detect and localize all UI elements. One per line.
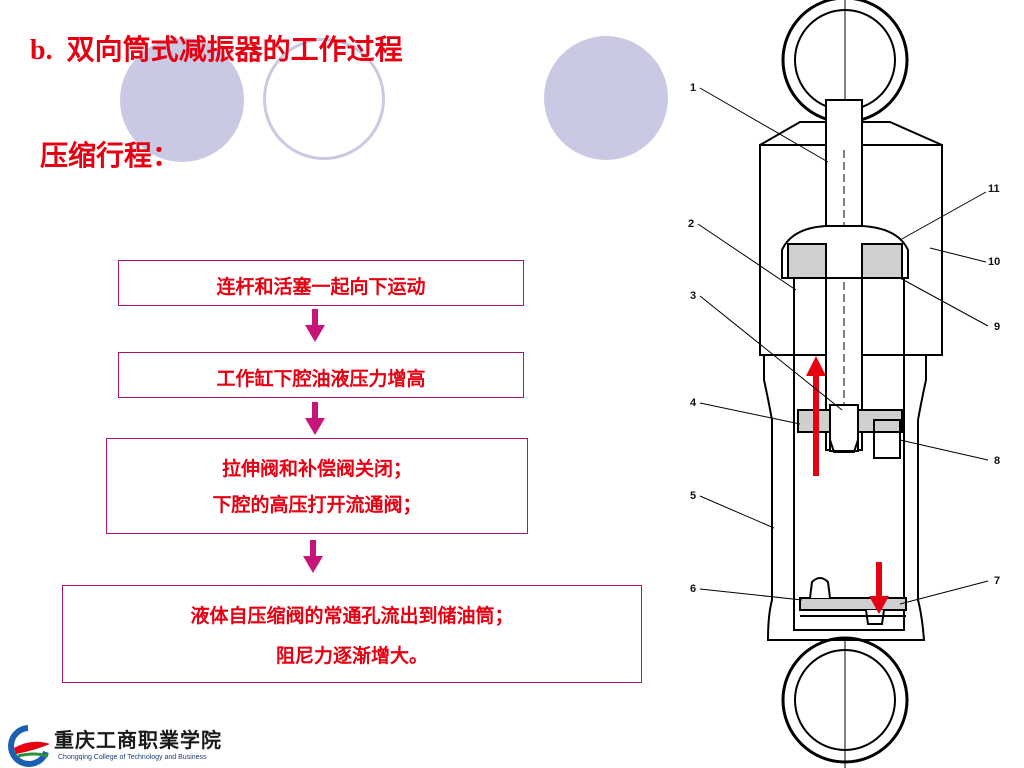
callout-8: 8: [994, 455, 1000, 467]
decor-circle-right: [544, 36, 668, 160]
flow-arrow-1: [305, 309, 325, 342]
flow-step-4: 液体自压缩阀的常通孔流出到储油筒； 阻尼力逐渐增大。: [62, 585, 642, 683]
flow-step-1-text: 连杆和活塞一起向下运动: [216, 276, 426, 298]
callout-1: 1: [690, 82, 696, 94]
callout-6: 6: [690, 583, 696, 595]
shock-absorber-diagram: 1 2 3 4 5 6 7 8 9 10 11: [688, 0, 1000, 768]
callout-10: 10: [988, 256, 1000, 268]
college-emblem-icon: [8, 725, 50, 767]
flow-step-4-line-2: 阻尼力逐渐增大。: [275, 645, 428, 667]
title-section-label: b.: [30, 35, 53, 66]
college-name-cn: 重庆工商职業学院: [54, 728, 222, 752]
flow-step-2: 工作缸下腔油液压力增高: [118, 352, 524, 398]
slide-title: b. 双向筒式减振器的工作过程: [30, 28, 403, 68]
decor-circle-left: [120, 38, 244, 162]
callout-2: 2: [688, 218, 694, 230]
callout-4: 4: [690, 397, 697, 409]
flow-step-3: 拉伸阀和补偿阀关闭； 下腔的高压打开流通阀；: [106, 438, 528, 534]
decor-ring-middle: [263, 38, 385, 160]
flow-step-2-text: 工作缸下腔油液压力增高: [216, 368, 426, 390]
flow-arrow-2: [305, 402, 325, 435]
section-subtitle: 压缩行程：: [40, 139, 181, 172]
flow-step-4-line-1: 液体自压缩阀的常通孔流出到储油筒；: [190, 605, 514, 627]
flow-step-1: 连杆和活塞一起向下运动: [118, 260, 524, 306]
callout-7: 7: [994, 575, 1000, 587]
callout-5: 5: [690, 490, 696, 502]
college-name-en: Chongqing College of Technology and Busi…: [58, 754, 207, 761]
title-text: 双向筒式减振器的工作过程: [66, 33, 403, 66]
callout-9: 9: [994, 321, 1000, 333]
callout-11: 11: [988, 183, 1000, 195]
callout-3: 3: [690, 290, 696, 302]
college-logo: 重庆工商职業学院 Chongqing College of Technology…: [2, 722, 234, 768]
flow-arrow-3: [303, 540, 323, 573]
flow-step-3-line-2: 下腔的高压打开流通阀；: [212, 494, 422, 516]
flow-step-3-line-1: 拉伸阀和补偿阀关闭；: [221, 458, 412, 480]
